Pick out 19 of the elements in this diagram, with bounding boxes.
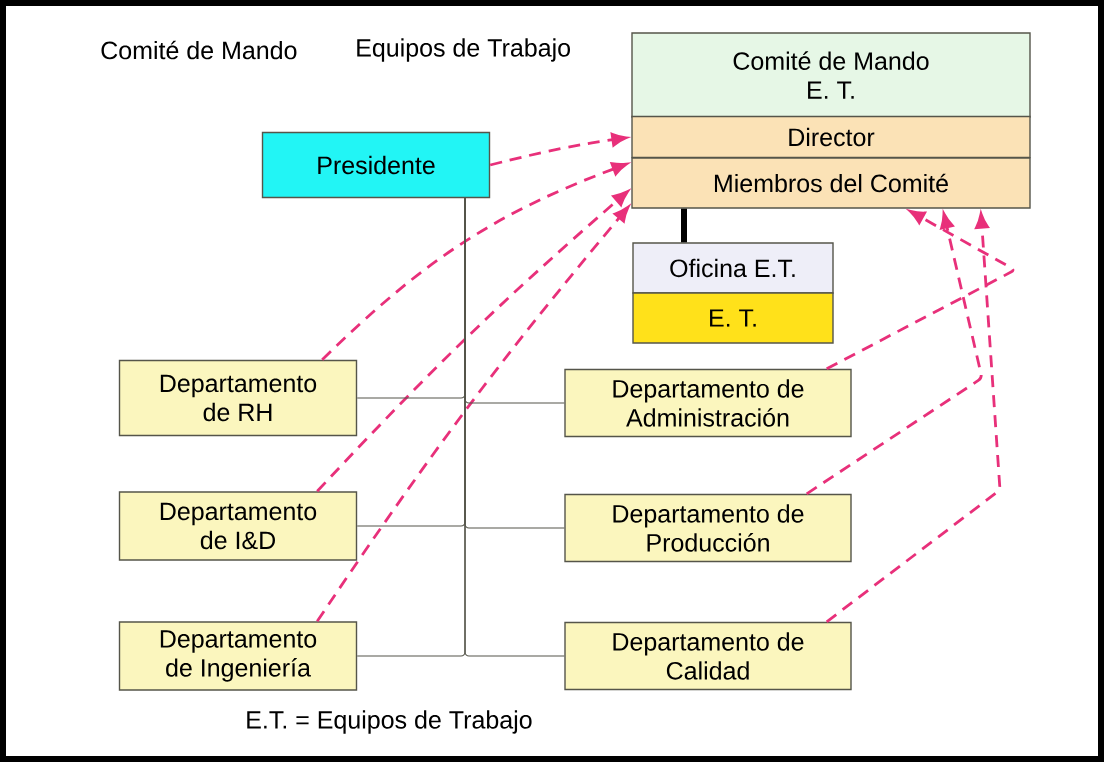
department-box: Departamento de Calidad xyxy=(564,621,852,691)
committee-box: Comité de Mando E. T. xyxy=(631,32,1031,118)
department-box: Departamento de I&D xyxy=(118,491,358,561)
department-box: Departamento de Producción xyxy=(564,493,852,563)
director-box: Director xyxy=(631,115,1031,159)
heading-text: Equipos de Trabajo xyxy=(357,38,570,62)
connector-line xyxy=(681,208,687,243)
dashed-arrow xyxy=(805,212,983,495)
dashed-arrow xyxy=(825,212,1002,623)
department-box: Departamento de RH xyxy=(118,359,358,437)
heading-text: E.T. = Equipos de Trabajo xyxy=(247,710,532,734)
heading-text: Comité de Mando xyxy=(101,40,297,60)
members-box: Miembros del Comité xyxy=(631,157,1031,209)
team-box: E. T. xyxy=(632,292,834,344)
dashed-arrow xyxy=(489,132,628,167)
department-box: Departamento de Ingeniería xyxy=(118,621,358,691)
office-box: Oficina E.T. xyxy=(632,242,834,294)
department-box: Departamento de Administración xyxy=(564,368,852,438)
dashed-arrow xyxy=(826,209,1014,371)
